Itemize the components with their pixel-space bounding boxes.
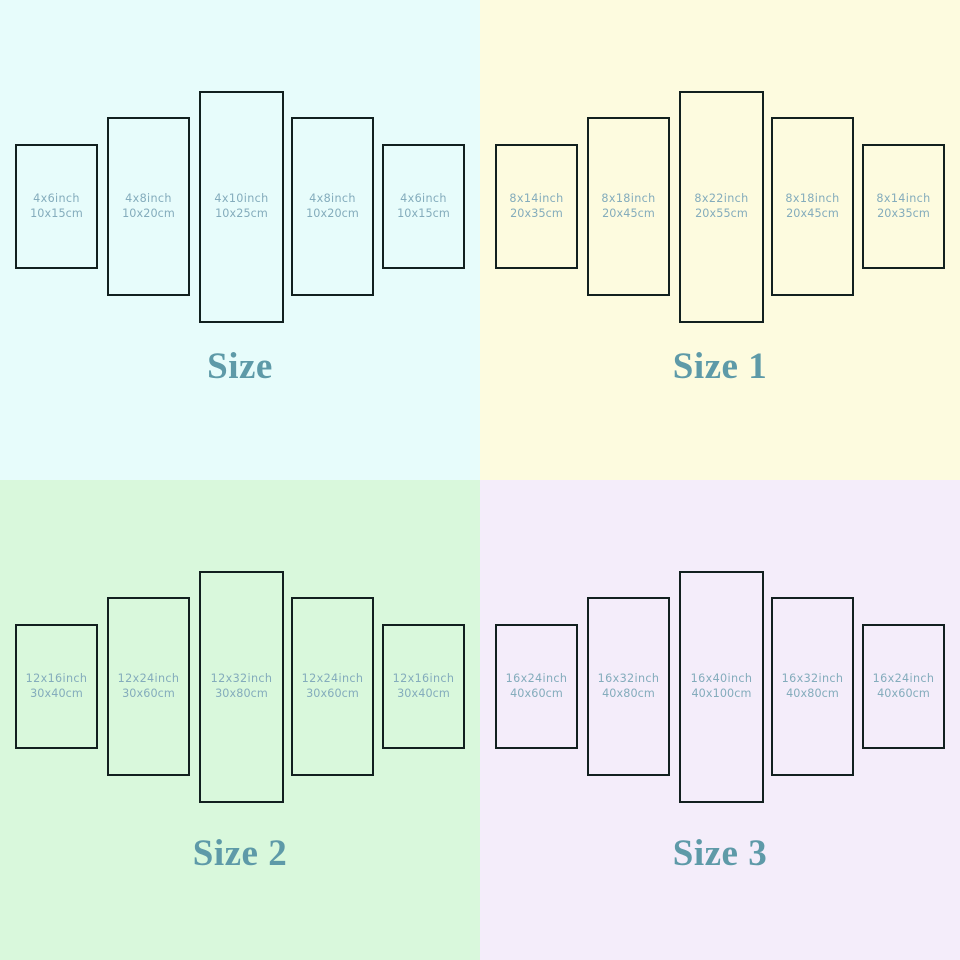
panel-size-cm: 10x25cm [215,207,268,220]
panel-size-cm: 10x20cm [122,206,175,220]
panel-size-inch: 12x16inch [25,671,88,685]
panel-size-cm: 30x40cm [397,686,450,700]
panel-size-cm: 40x60cm [877,686,930,700]
panel-size-cm: 30x60cm [306,686,359,700]
panel-size-cm: 10x15cm [30,206,83,220]
quadrant-title-size: Size [207,346,273,387]
panel-size-inch: 12x32inch [210,672,273,686]
panel-size-cm: 40x80cm [786,686,839,700]
panel-size-cm: 40x60cm [510,686,563,700]
panel-size-inch: 16x24inch [872,671,935,685]
panel-size-cm: 10x15cm [397,206,450,220]
panel-size-inch: 4x8inch [309,191,356,205]
panel-size-inch: 8x18inch [785,191,840,205]
panel-size-cm: 30x60cm [122,686,175,700]
panel-size-cm: 40x100cm [691,687,752,700]
panel-size-inch: 16x40inch [690,672,753,686]
panel-size-inch: 8x18inch [601,191,656,205]
panel-size-inch: 12x16inch [392,671,455,685]
quadrant-title-size-1: Size 1 [672,346,768,387]
panel-size-inch: 16x32inch [597,671,660,685]
panel-size-inch: 16x32inch [781,671,844,685]
panel-size-inch: 4x8inch [125,191,172,205]
panel-size-inch: 4x10inch [214,192,269,206]
panel-size-inch: 8x14inch [509,191,564,205]
quadrant-title-size-2: Size 2 [192,833,288,874]
panel-size-inch: 8x14inch [876,191,931,205]
panel-size-cm: 10x20cm [306,206,359,220]
panel-size-cm: 30x40cm [30,686,83,700]
panel-size-inch: 12x24inch [301,671,364,685]
panel-size-cm: 20x45cm [786,206,839,220]
panel-size-cm: 40x80cm [602,686,655,700]
panel-size-cm: 20x55cm [695,207,748,220]
quadrant-title-size-3: Size 3 [672,833,768,874]
panel-size-cm: 20x35cm [877,206,930,220]
panel-size-inch: 4x6inch [400,191,447,205]
panel-size-inch: 16x24inch [505,671,568,685]
panel-size-cm: 20x45cm [602,206,655,220]
panel-size-inch: 4x6inch [33,191,80,205]
panel-size-inch: 12x24inch [117,671,180,685]
panel-size-inch: 8x22inch [694,192,749,206]
panel-size-cm: 30x80cm [215,687,268,700]
panel-size-cm: 20x35cm [510,206,563,220]
